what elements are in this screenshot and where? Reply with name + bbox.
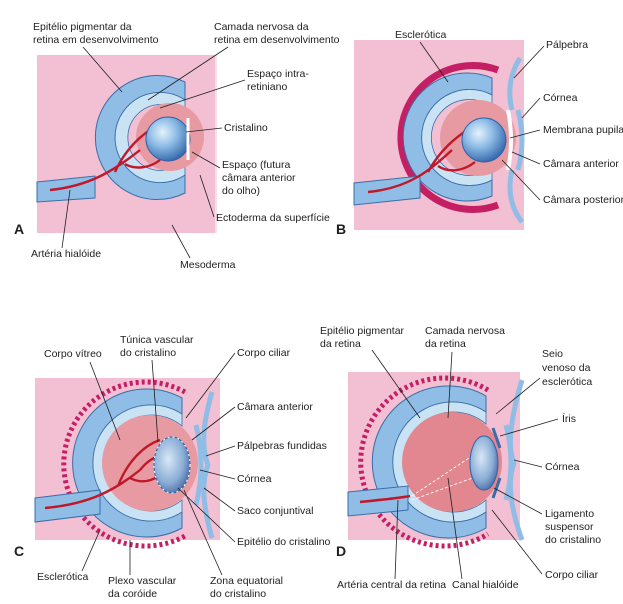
lens <box>470 436 498 490</box>
label-epitelio-crist-c: Epitélio do cristalino <box>237 536 331 548</box>
label-cornea-b: Córnea <box>543 92 578 104</box>
label-camara-post-b: Câmara posterior <box>543 194 623 206</box>
panel-letter-b: B <box>336 221 346 237</box>
label-corpo-ciliar-c: Corpo ciliar <box>237 347 291 359</box>
label-cristalino-a: Cristalino <box>224 122 268 134</box>
label-canal-d: Canal hialóide <box>452 579 519 591</box>
panel-letter-c: C <box>14 543 24 559</box>
label-iris-d: Íris <box>562 412 576 425</box>
label-saco-c: Saco conjuntival <box>237 505 313 517</box>
label-camara-ant-c: Câmara anterior <box>237 401 313 413</box>
label-cornea-d: Córnea <box>545 461 580 473</box>
label-esclerotica-c: Esclerótica <box>37 571 89 583</box>
label-palpebras-c: Pálpebras fundidas <box>237 440 327 452</box>
label-cornea-c: Córnea <box>237 473 272 485</box>
label-palpebra-b: Pálpebra <box>546 39 588 51</box>
panel-letter-d: D <box>336 543 346 559</box>
label-espaco-intra-a: Espaço intra-retiniano <box>247 68 309 93</box>
label-corpo-ciliar-d: Corpo ciliar <box>545 569 599 581</box>
lens <box>146 117 190 161</box>
label-arteria-central-d: Artéria central da retina <box>337 579 446 591</box>
label-corpo-vitreo-c: Corpo vítreo <box>44 348 102 360</box>
label-membrana-b: Membrana pupilar <box>543 124 623 136</box>
label-mesoderma-a: Mesoderma <box>180 259 236 271</box>
panel-b: B Esclerótica Pálpebra Córnea Membrana p… <box>336 29 623 237</box>
label-ectoderma-a: Ectoderma da superfície <box>216 212 330 224</box>
label-esclerotica-b: Esclerótica <box>395 29 447 41</box>
label-arteria-a: Artéria hialóide <box>31 248 101 260</box>
lens <box>462 118 506 162</box>
label-camara-ant-b: Câmara anterior <box>543 158 619 170</box>
panel-letter-a: A <box>14 221 24 237</box>
leader-cornea-b <box>522 98 540 118</box>
